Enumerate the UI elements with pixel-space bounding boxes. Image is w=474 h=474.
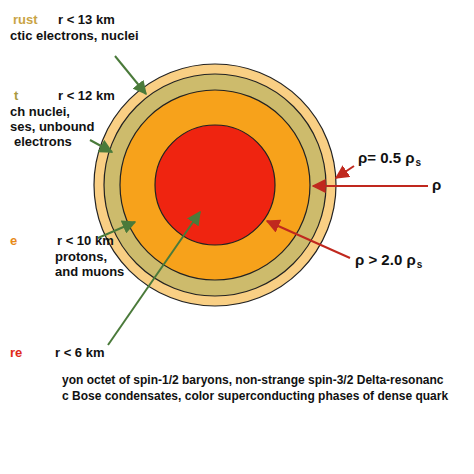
density-subscript: s [416, 157, 422, 168]
inner-core-layer [155, 125, 275, 245]
composition-text: c Bose condensates, color superconductin… [62, 390, 448, 403]
composition-text: ctic electrons, nuclei [10, 29, 139, 43]
composition-text: ses, unbound [10, 120, 95, 134]
composition-text: ch nuclei, [10, 105, 70, 119]
density-arrow [336, 166, 354, 178]
density-subscript: s [417, 259, 423, 270]
composition-text: and muons [55, 265, 124, 279]
density-arrow [267, 221, 350, 258]
density-label: ρ= 0.5 ρ [358, 150, 415, 167]
composition-text: yon octet of spin-1/2 baryons, non-stran… [62, 374, 443, 387]
density-label: ρ > 2.0 ρ [355, 252, 416, 269]
radius-label: r < 6 km [55, 346, 105, 360]
radius-label: r < 10 km [57, 234, 114, 248]
composition-text: protons, [55, 250, 107, 264]
density-arrow [313, 185, 428, 187]
density-label: ρ [432, 177, 441, 194]
outer-crust-layer [94, 64, 336, 306]
leader-arrow [90, 140, 112, 152]
layer-name: e [10, 234, 17, 248]
inner-crust-layer [104, 74, 326, 296]
radius-label: r < 12 km [58, 89, 115, 103]
radius-label: r < 13 km [58, 13, 115, 27]
layer-name: t [14, 89, 18, 103]
layer-name: re [10, 346, 22, 360]
outer-core-layer [120, 90, 310, 280]
leader-arrow [115, 56, 146, 94]
layer-name: rust [13, 13, 38, 27]
composition-text: electrons [14, 135, 72, 149]
